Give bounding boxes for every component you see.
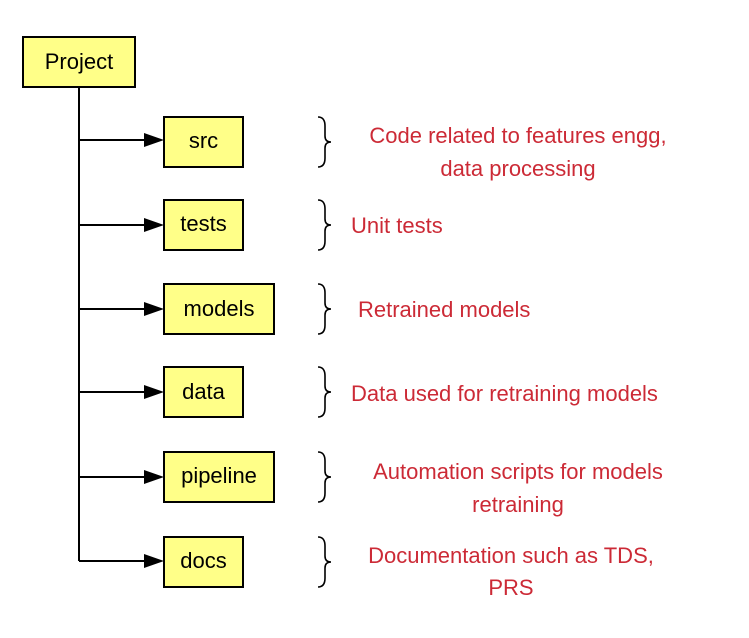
description-line: Unit tests (351, 213, 443, 238)
arrow-icon (144, 133, 164, 147)
node-data: data Data used for retraining models (79, 366, 658, 418)
brace-icon (317, 451, 332, 503)
node-tests: tests Unit tests (79, 199, 443, 251)
folder-label: docs (180, 548, 226, 573)
description-line: Code related to features engg, (369, 123, 666, 148)
brace-icon (317, 199, 332, 251)
arrow-icon (144, 218, 164, 232)
folder-box (163, 366, 244, 418)
brace-icon (317, 366, 332, 418)
node-models: models Retrained models (79, 283, 530, 335)
brace-icon (317, 116, 332, 168)
folder-label: models (184, 296, 255, 321)
description-line: retraining (472, 492, 564, 517)
folder-box (163, 199, 244, 251)
description-line: Automation scripts for models (373, 459, 663, 484)
description-line: Documentation such as TDS, (368, 543, 654, 568)
root-label: Project (45, 49, 113, 74)
brace-icon (317, 536, 332, 588)
description-line: data processing (440, 156, 595, 181)
node-pipeline: pipeline Automation scripts for models r… (79, 451, 663, 517)
root-node: Project (22, 36, 136, 88)
folder-label: src (189, 128, 218, 153)
arrow-icon (144, 554, 164, 568)
arrow-icon (144, 470, 164, 484)
folder-box (163, 116, 244, 168)
description-line: PRS (488, 575, 533, 600)
folder-label: tests (180, 211, 226, 236)
arrow-icon (144, 302, 164, 316)
folder-label: pipeline (181, 463, 257, 488)
description-line: Retrained models (358, 297, 530, 322)
description-line: Data used for retraining models (351, 381, 658, 406)
root-box (22, 36, 136, 88)
arrow-icon (144, 385, 164, 399)
node-src: src Code related to features engg, data … (79, 116, 667, 181)
brace-icon (317, 283, 332, 335)
folder-box (163, 536, 244, 588)
folder-box (163, 451, 275, 503)
folder-label: data (182, 379, 226, 404)
node-docs: docs Documentation such as TDS, PRS (79, 536, 654, 600)
folder-box (163, 283, 275, 335)
child-nodes: src Code related to features engg, data … (79, 116, 667, 600)
